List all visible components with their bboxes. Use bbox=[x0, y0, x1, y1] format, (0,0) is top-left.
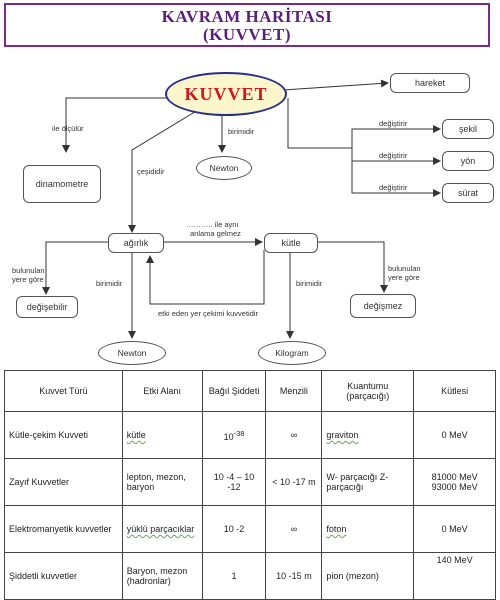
row2-kuant: W- parçacığı Z- parçacığı bbox=[321, 458, 415, 506]
table-row: Şiddetli kuvvetler Baryon, mezon (hadron… bbox=[4, 552, 496, 600]
row1-tur: Kütle-çekim Kuvveti bbox=[4, 411, 123, 459]
arrow-to-degismez bbox=[316, 241, 388, 293]
row1-kutle: 0 MeV bbox=[413, 411, 496, 459]
kilogram-node: Kilogram bbox=[258, 341, 326, 365]
row3-kutle: 0 MeV bbox=[413, 505, 496, 553]
row1-siddet: 10 bbox=[223, 431, 234, 442]
row3-siddet: 10 -2 bbox=[201, 505, 267, 553]
ayni-anlama-label-2: anlama gelmez bbox=[190, 229, 241, 238]
row2-menzil: < 10 -17 m bbox=[265, 458, 323, 506]
row4-menzil: 10 -15 m bbox=[265, 552, 323, 600]
degistirir-label-3: değiştirir bbox=[379, 183, 408, 192]
birimidir-left-label: birimidir bbox=[96, 279, 123, 288]
kutle-node: kütle bbox=[264, 233, 318, 253]
row3-tur: Elektromanyetik kuvvetler bbox=[4, 505, 123, 553]
row2-alan: lepton, mezon, baryon bbox=[121, 458, 203, 506]
row2-siddet: 10 -4 – 10 -12 bbox=[201, 458, 267, 506]
newton-bottom-node: Newton bbox=[98, 341, 166, 365]
sekil-node: şekil bbox=[442, 119, 494, 139]
birimidir-right-label: birimidir bbox=[296, 279, 323, 288]
row3-kuant: foton bbox=[326, 524, 347, 534]
bulunulan-right-label-2: yere göre bbox=[388, 273, 420, 282]
row1-siddet-cell: 10-38 bbox=[201, 411, 267, 459]
degistirir-label-1: değiştirir bbox=[379, 119, 408, 128]
bulunulan-left-label-1: bulunulan bbox=[12, 266, 45, 275]
dinamometre-node: dinamometre bbox=[23, 165, 101, 203]
bulunulan-left-label-2: yere göre bbox=[12, 275, 44, 284]
ile-olculur-label: ile ölçülür bbox=[52, 124, 84, 133]
etki-eden-label: etki eden yer çekimi kuvvetidir bbox=[158, 309, 259, 318]
row4-kutle: 140 MeV bbox=[413, 552, 496, 600]
cesididir-label: çeşididir bbox=[137, 167, 165, 176]
row1-menzil: ∞ bbox=[265, 411, 323, 459]
row3-menzil: ∞ bbox=[265, 505, 323, 553]
birimidir-top-label: birimidir bbox=[228, 127, 255, 136]
table-header-row: Kuvvet Türü Etki Alanı Bağıl Şiddeti Men… bbox=[4, 370, 496, 412]
degistirir-label-2: değiştirir bbox=[379, 151, 408, 160]
surat-node: sürat bbox=[442, 183, 494, 203]
header-etki-alani: Etki Alanı bbox=[121, 370, 203, 412]
degisebilir-node: değişebilir bbox=[16, 296, 78, 318]
header-kuvvet-turu: Kuvvet Türü bbox=[4, 370, 123, 412]
row4-siddet: 1 bbox=[201, 552, 267, 600]
header-bagil-siddeti: Bağıl Şiddeti bbox=[201, 370, 267, 412]
arrow-to-agirlik bbox=[128, 109, 199, 233]
kuvvet-node: KUVVET bbox=[165, 72, 287, 116]
arrow-to-degisebilir bbox=[42, 241, 108, 295]
title-line-2: (KUVVET) bbox=[202, 25, 292, 44]
bulunulan-right-label-1: bulunulan bbox=[388, 264, 421, 273]
title-box: KAVRAM HARİTASI (KUVVET) bbox=[4, 3, 490, 47]
ayni-anlama-label-1: ……….. ile aynı bbox=[186, 220, 239, 229]
header-kuantumu: Kuantumu (parçacığı) bbox=[321, 370, 415, 412]
hareket-node: hareket bbox=[390, 73, 470, 93]
row4-tur: Şiddetli kuvvetler bbox=[4, 552, 123, 600]
row3-alan: yüklü parçacıklar bbox=[126, 524, 195, 534]
yon-node: yön bbox=[442, 151, 494, 171]
newton-top-node: Newton bbox=[196, 156, 252, 180]
row2-tur: Zayıf Kuvvetler bbox=[4, 458, 123, 506]
row1-siddet-exp: -38 bbox=[233, 428, 245, 438]
header-menzili: Menzili bbox=[265, 370, 323, 412]
arrow-to-hareket bbox=[282, 79, 389, 91]
table-row: Elektromanyetik kuvvetler yüklü parçacık… bbox=[4, 505, 496, 553]
arrow-to-surat bbox=[351, 161, 441, 197]
table-row: Kütle-çekim Kuvveti kütle 10-38 ∞ gravit… bbox=[4, 411, 496, 459]
title-line-1: KAVRAM HARİTASI bbox=[161, 7, 333, 26]
header-kutlesi: Kütlesi bbox=[413, 370, 496, 412]
arrow-kutle-agirlik-loop bbox=[146, 250, 265, 305]
row1-alan: kütle bbox=[126, 430, 146, 440]
row4-alan: Baryon, mezon (hadronlar) bbox=[121, 552, 203, 600]
table-row: Zayıf Kuvvetler lepton, mezon, baryon 10… bbox=[4, 458, 496, 506]
agirlik-node: ağırlık bbox=[108, 233, 164, 253]
row4-kuant: pion (mezon) bbox=[321, 552, 415, 600]
arrow-to-sekil bbox=[287, 98, 441, 149]
row2-kutle: 81000 MeV 93000 MeV bbox=[413, 458, 496, 506]
row1-kuant: graviton bbox=[326, 430, 359, 440]
arrow-to-dinamometre bbox=[62, 97, 168, 153]
degismez-node: değişmez bbox=[350, 294, 416, 318]
forces-table: Kuvvet Türü Etki Alanı Bağıl Şiddeti Men… bbox=[4, 370, 496, 600]
